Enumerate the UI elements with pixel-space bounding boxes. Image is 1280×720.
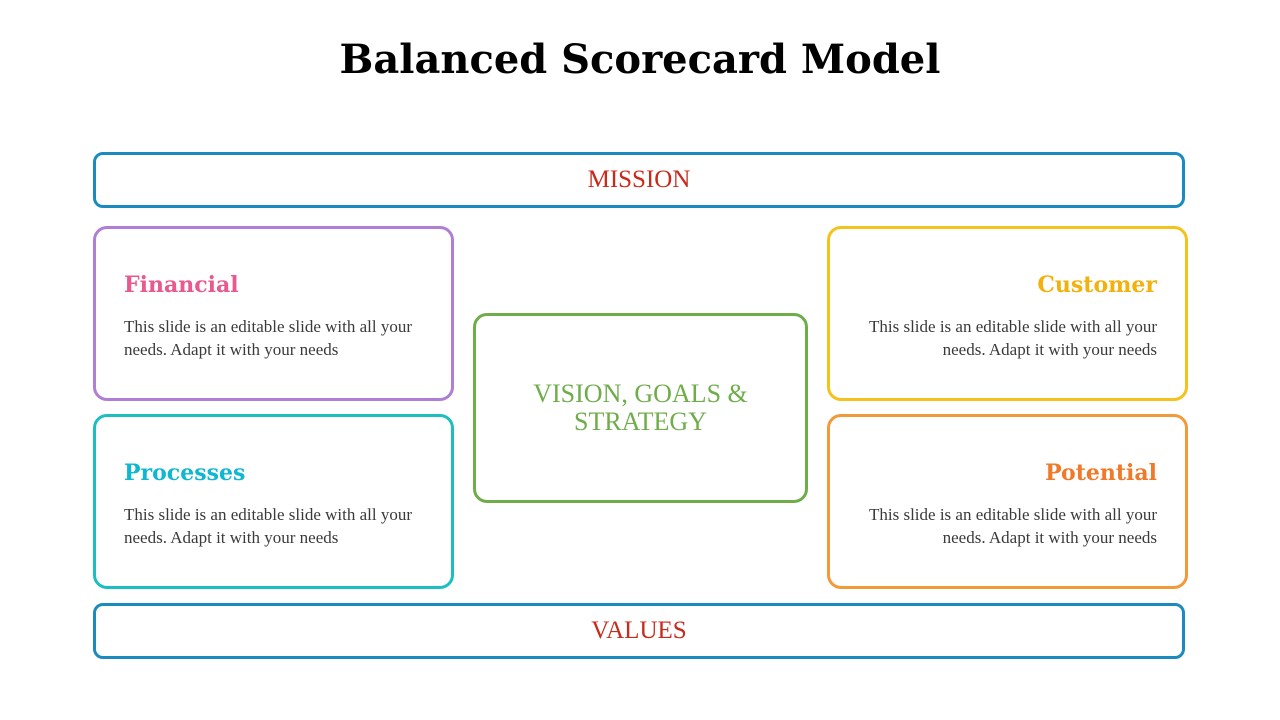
potential-description: This slide is an editable slide with all… xyxy=(868,505,1157,547)
financial-heading: Financial xyxy=(124,272,239,298)
processes-heading: Processes xyxy=(124,460,246,486)
vision-goals-strategy-label: VISION, GOALS & STRATEGY xyxy=(533,379,748,436)
processes-description: This slide is an editable slide with all… xyxy=(124,505,413,547)
customer-heading: Customer xyxy=(1037,272,1157,298)
financial-description: This slide is an editable slide with all… xyxy=(124,317,413,359)
mission-band: MISSION xyxy=(93,152,1185,208)
slide-title: Balanced Scorecard Model xyxy=(339,36,941,83)
values-band: VALUES xyxy=(93,603,1185,659)
values-label: VALUES xyxy=(591,617,687,644)
mission-label: MISSION xyxy=(587,166,691,193)
customer-card: Customer This slide is an editable slide… xyxy=(827,226,1188,401)
vision-goals-strategy-box: VISION, GOALS & STRATEGY xyxy=(473,313,808,503)
financial-card: Financial This slide is an editable slid… xyxy=(93,226,454,401)
customer-description: This slide is an editable slide with all… xyxy=(868,317,1157,359)
processes-card: Processes This slide is an editable slid… xyxy=(93,414,454,589)
potential-card: Potential This slide is an editable slid… xyxy=(827,414,1188,589)
potential-heading: Potential xyxy=(1045,460,1157,486)
